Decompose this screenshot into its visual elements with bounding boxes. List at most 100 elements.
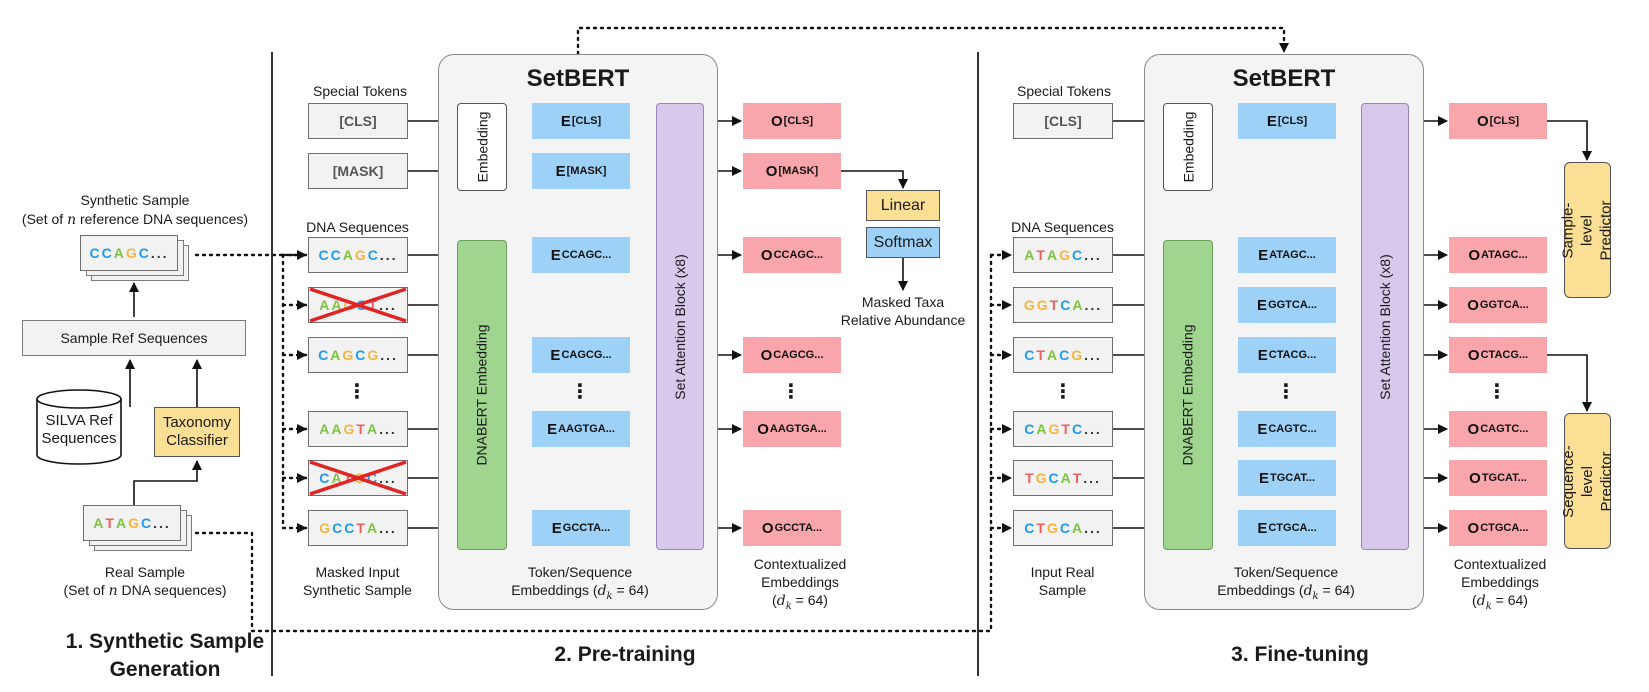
separator-left: [271, 52, 273, 676]
subscript: CTACG...: [1480, 349, 1529, 361]
nucleotide: C: [1048, 470, 1061, 486]
subscript: CTACG...: [1268, 349, 1317, 361]
nucleotide: A: [331, 421, 344, 437]
subscript: CTGCA...: [1268, 522, 1317, 534]
nucleotide: A: [113, 245, 126, 261]
relative-abundance-label: Relative Abundance: [840, 312, 966, 328]
synthetic-sample-card: CCAGC...: [80, 235, 178, 271]
dna-sequence-box: ATAGC...: [1013, 237, 1113, 273]
embedding-block: Embedding: [1163, 103, 1213, 191]
sequence-text: GCCTA: [319, 520, 379, 536]
section2-heading: 2. Pre-training: [554, 643, 696, 666]
symbol: E: [1258, 469, 1269, 487]
symbol: O: [1467, 346, 1480, 364]
symbol: E: [547, 420, 558, 438]
separator-right: [977, 52, 979, 676]
sequence-text: GGTCA: [1024, 297, 1085, 313]
caption-line: Token/Sequence: [1233, 564, 1339, 580]
nucleotide: G: [1046, 520, 1060, 536]
nucleotide: G: [1071, 347, 1085, 363]
sequence-text: CTGCA: [1024, 520, 1084, 536]
sequence-text: CTACG: [1024, 347, 1084, 363]
set-attention-block: Set Attention Block (x8): [656, 103, 704, 550]
dna-sequence-box: AAGTA...: [308, 411, 408, 447]
nucleotide: G: [125, 245, 139, 261]
subscript: TGCAT...: [1481, 472, 1527, 484]
contextual-output: O[CLS]: [1449, 103, 1547, 139]
nucleotide: A: [330, 347, 343, 363]
vertical-ellipsis: ⋮: [1487, 381, 1507, 403]
subscript: AAGTGA...: [769, 423, 827, 435]
token-embedding: E[CLS]: [1238, 103, 1336, 139]
caption-line: Input Real: [1030, 564, 1095, 580]
nucleotide: G: [128, 515, 141, 531]
subscript: GGTCA...: [1268, 299, 1317, 311]
ellipsis: ...: [1084, 347, 1102, 363]
mask-cross-icon: [309, 287, 407, 323]
dnabert-embedding-block: DNABERT Embedding: [1163, 240, 1213, 550]
token-embedding: E[CLS]: [532, 103, 630, 139]
nucleotide: G: [1036, 297, 1050, 313]
nucleotide: G: [367, 347, 381, 363]
symbol: O: [1469, 469, 1481, 487]
dna-sequence-box: GGTCA...: [1013, 287, 1113, 323]
contextual-output: O[CLS]: [743, 103, 841, 139]
set-attention-block: Set Attention Block (x8): [1361, 103, 1409, 550]
symbol: E: [550, 246, 561, 264]
subscript: CCAGC...: [773, 249, 824, 261]
real-sample-sequence: ATAGC: [93, 515, 153, 531]
sequence-predictor-label: Sequence-level Predictor: [1560, 444, 1615, 518]
ellipsis: ...: [1084, 520, 1102, 536]
input-real-sample-caption: Input Real Sample: [995, 563, 1130, 599]
taxonomy-classifier-label: Taxonomy Classifier: [162, 414, 232, 449]
nucleotide: C: [1024, 520, 1037, 536]
subscript: CTGCA...: [1480, 522, 1529, 534]
sample-predictor-label: Sample-level Predictor: [1560, 199, 1615, 261]
sequence-text: CAGCG: [318, 347, 380, 363]
sample-level-predictor: Sample-level Predictor: [1560, 162, 1615, 298]
ellipsis: ...: [1084, 421, 1102, 437]
symbol: O: [1467, 519, 1480, 537]
dna-sequence-box: AAGCT...: [308, 287, 408, 323]
dna-sequence-box: GCCTA...: [308, 510, 408, 546]
token-embedding: E[MASK]: [532, 153, 630, 189]
nucleotide: G: [1023, 297, 1037, 313]
embedding-label: Embedding: [474, 111, 491, 183]
caption-line: Masked Input: [315, 564, 400, 580]
nucleotide: T: [1049, 297, 1061, 313]
nucleotide: G: [343, 297, 357, 313]
subscript: CAGCG...: [773, 349, 824, 361]
nucleotide: C: [330, 247, 343, 263]
taxonomy-classifier-box: Taxonomy Classifier: [154, 407, 240, 457]
nucleotide: C: [332, 520, 345, 536]
token-embeddings-caption: Token/Sequence Embeddings (dk = 64): [490, 563, 670, 606]
dna-sequence-box: CTACG...: [1013, 337, 1113, 373]
dna-sequence-box: CTGCA...: [1013, 510, 1113, 546]
caption-line: Token/Sequence: [527, 564, 633, 580]
subscript: ATAGC...: [1269, 249, 1316, 261]
subscript: [CLS]: [1277, 115, 1308, 127]
dna-sequence-box: CAGCG...: [308, 337, 408, 373]
subscript: CAGCG...: [561, 349, 612, 361]
subscript: [MASK]: [778, 165, 819, 177]
sequence-text: CAGTC: [1024, 421, 1084, 437]
subscript: GGTCA...: [1479, 299, 1529, 311]
caption-line: Synthetic Sample: [303, 582, 412, 598]
vertical-ellipsis: ⋮: [347, 381, 367, 403]
embedding-block: Embedding: [457, 103, 507, 191]
nucleotide: C: [355, 347, 368, 363]
nucleotide: C: [1024, 421, 1037, 437]
symbol: O: [1468, 246, 1480, 264]
subscript: TGCAT...: [1270, 472, 1316, 484]
ellipsis: ...: [379, 421, 397, 437]
